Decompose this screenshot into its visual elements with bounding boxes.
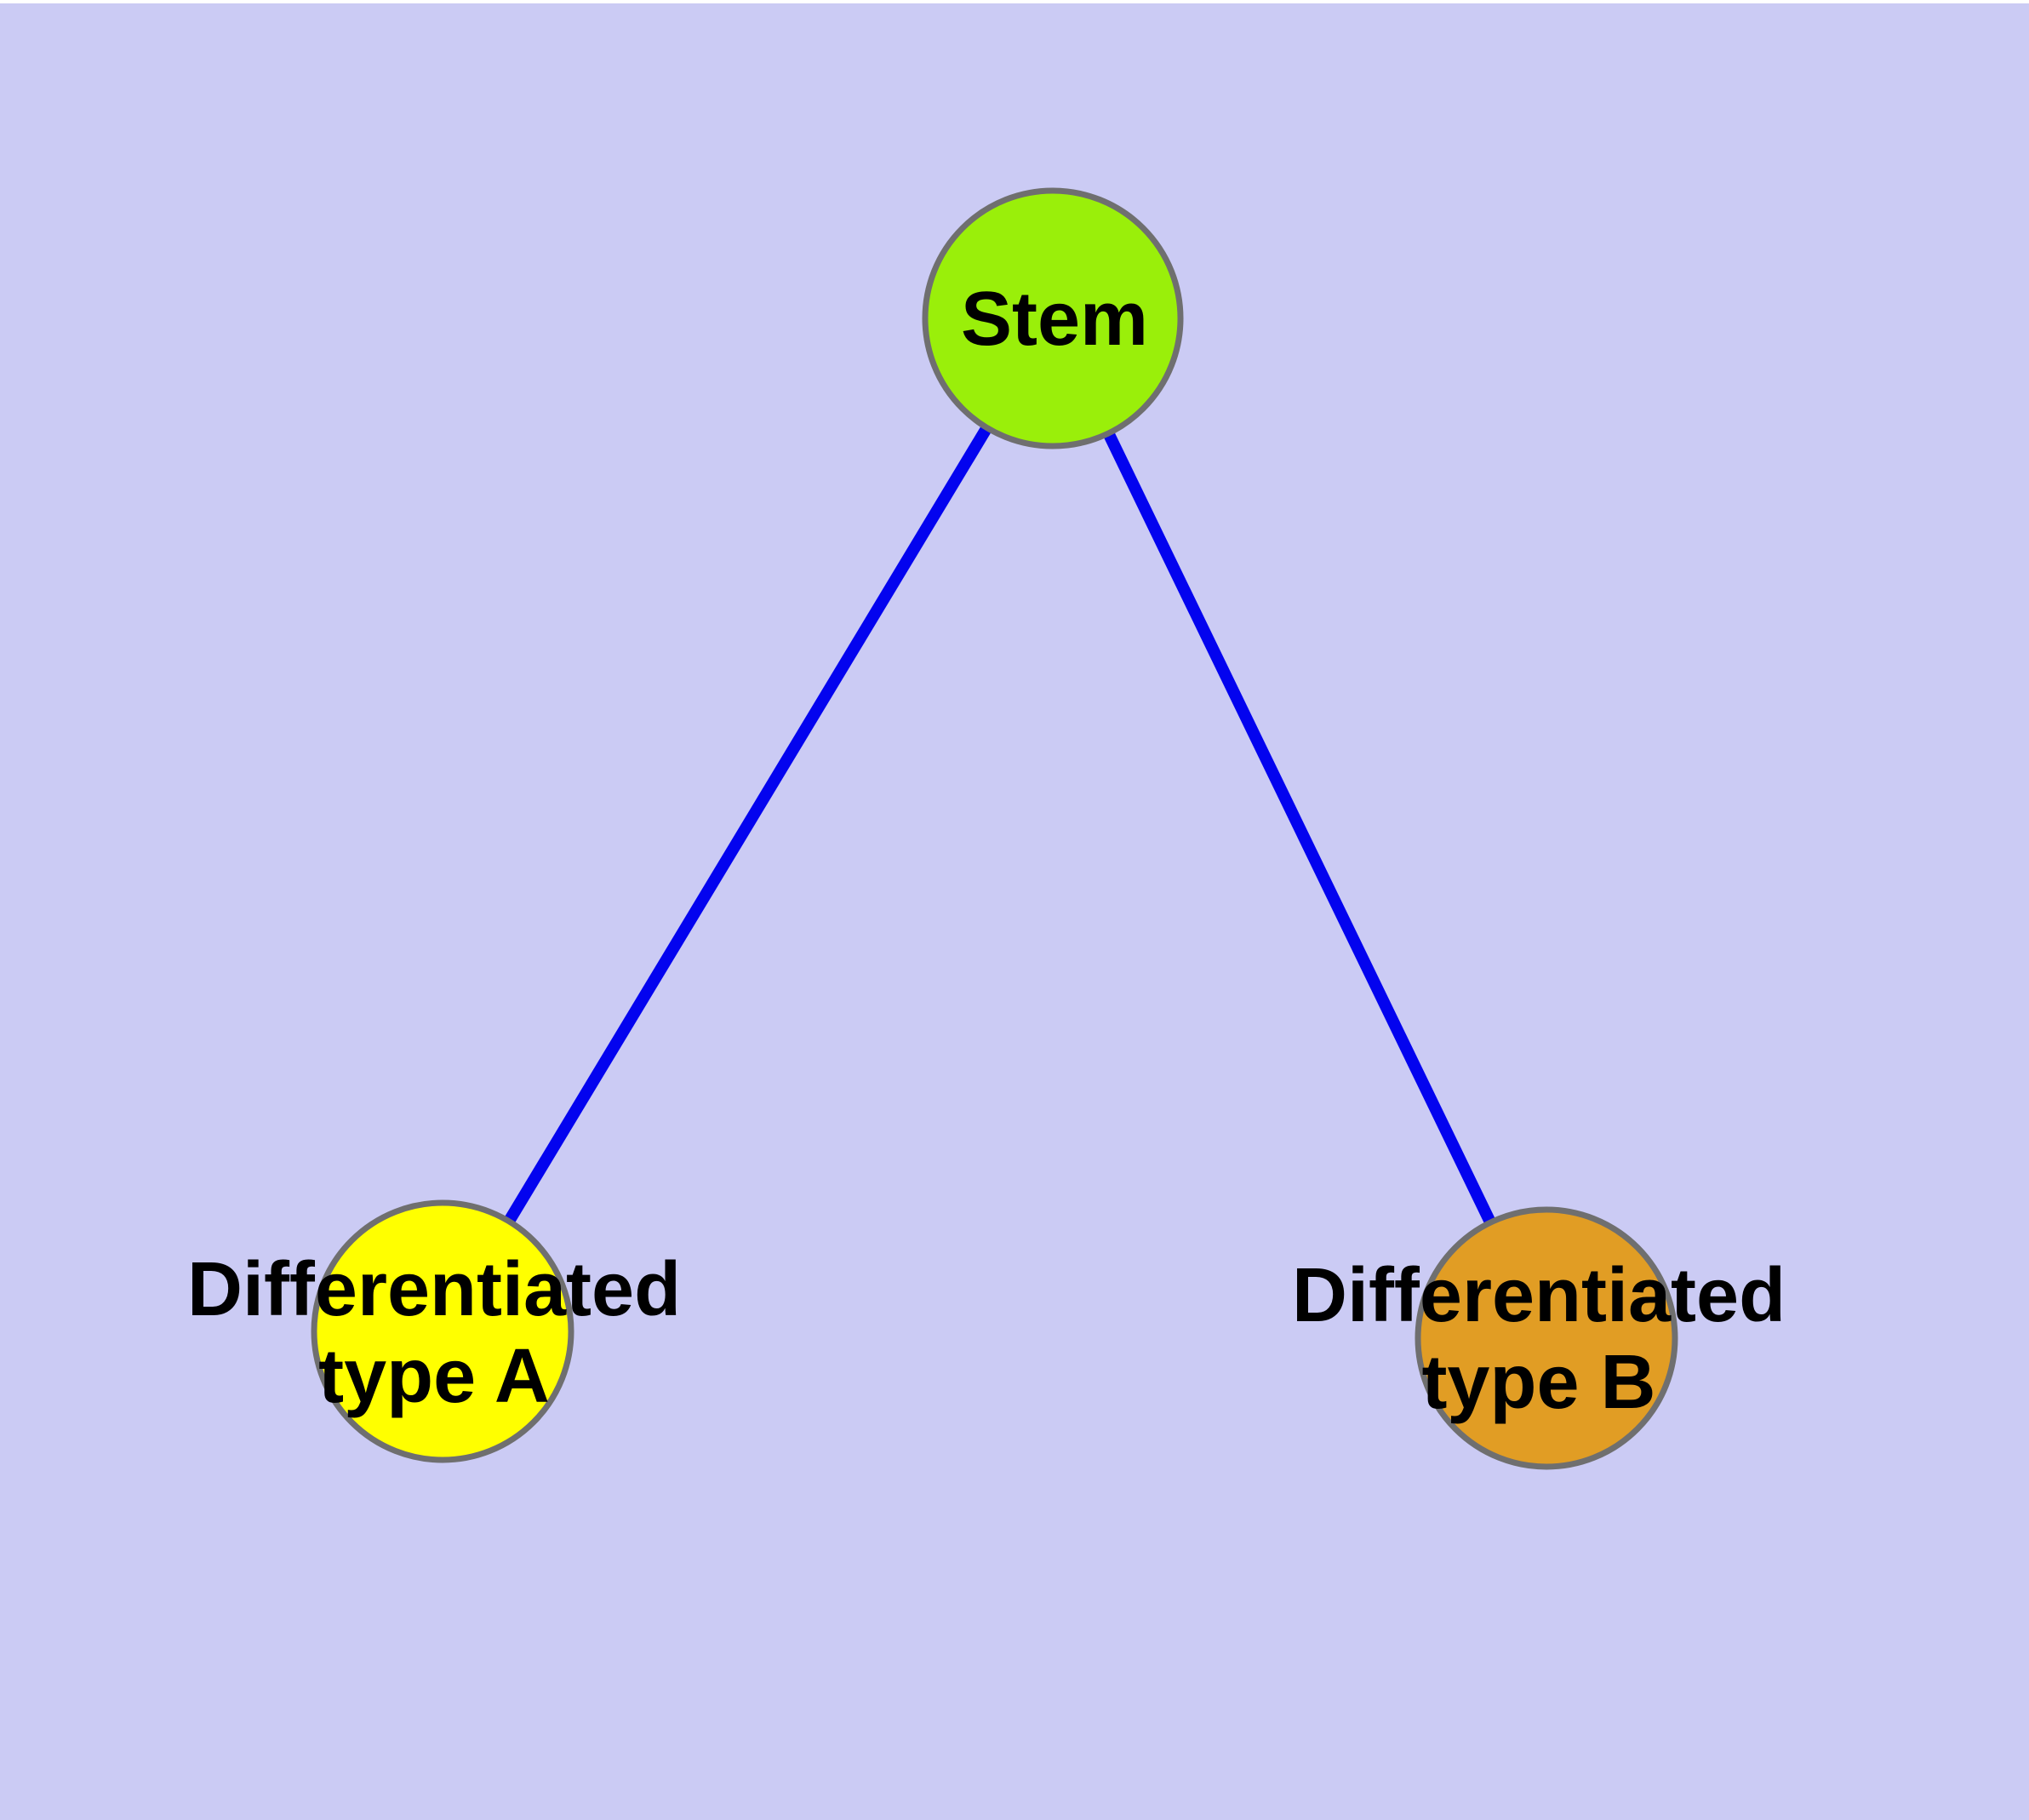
top-margin [0,0,2029,3]
type-a-label-line1: Differentiated [186,1247,682,1332]
type-b-node-label: Differentiated type B [1292,1252,1786,1426]
type-a-node-circle [311,1199,574,1463]
type-b-label-line1: Differentiated [1291,1253,1786,1338]
edge-stem-to-type-a [437,315,1058,1335]
type-a-node-label: Differentiated type A [187,1246,681,1420]
type-b-node-circle [1415,1206,1678,1470]
edge-stem-to-type-b [1047,315,1552,1342]
type-a-label-line2: type A [318,1334,550,1419]
stem-node-label: Stem [960,277,1149,362]
type-b-label-line2: type B [1421,1340,1656,1425]
stem-node-circle [922,187,1184,449]
